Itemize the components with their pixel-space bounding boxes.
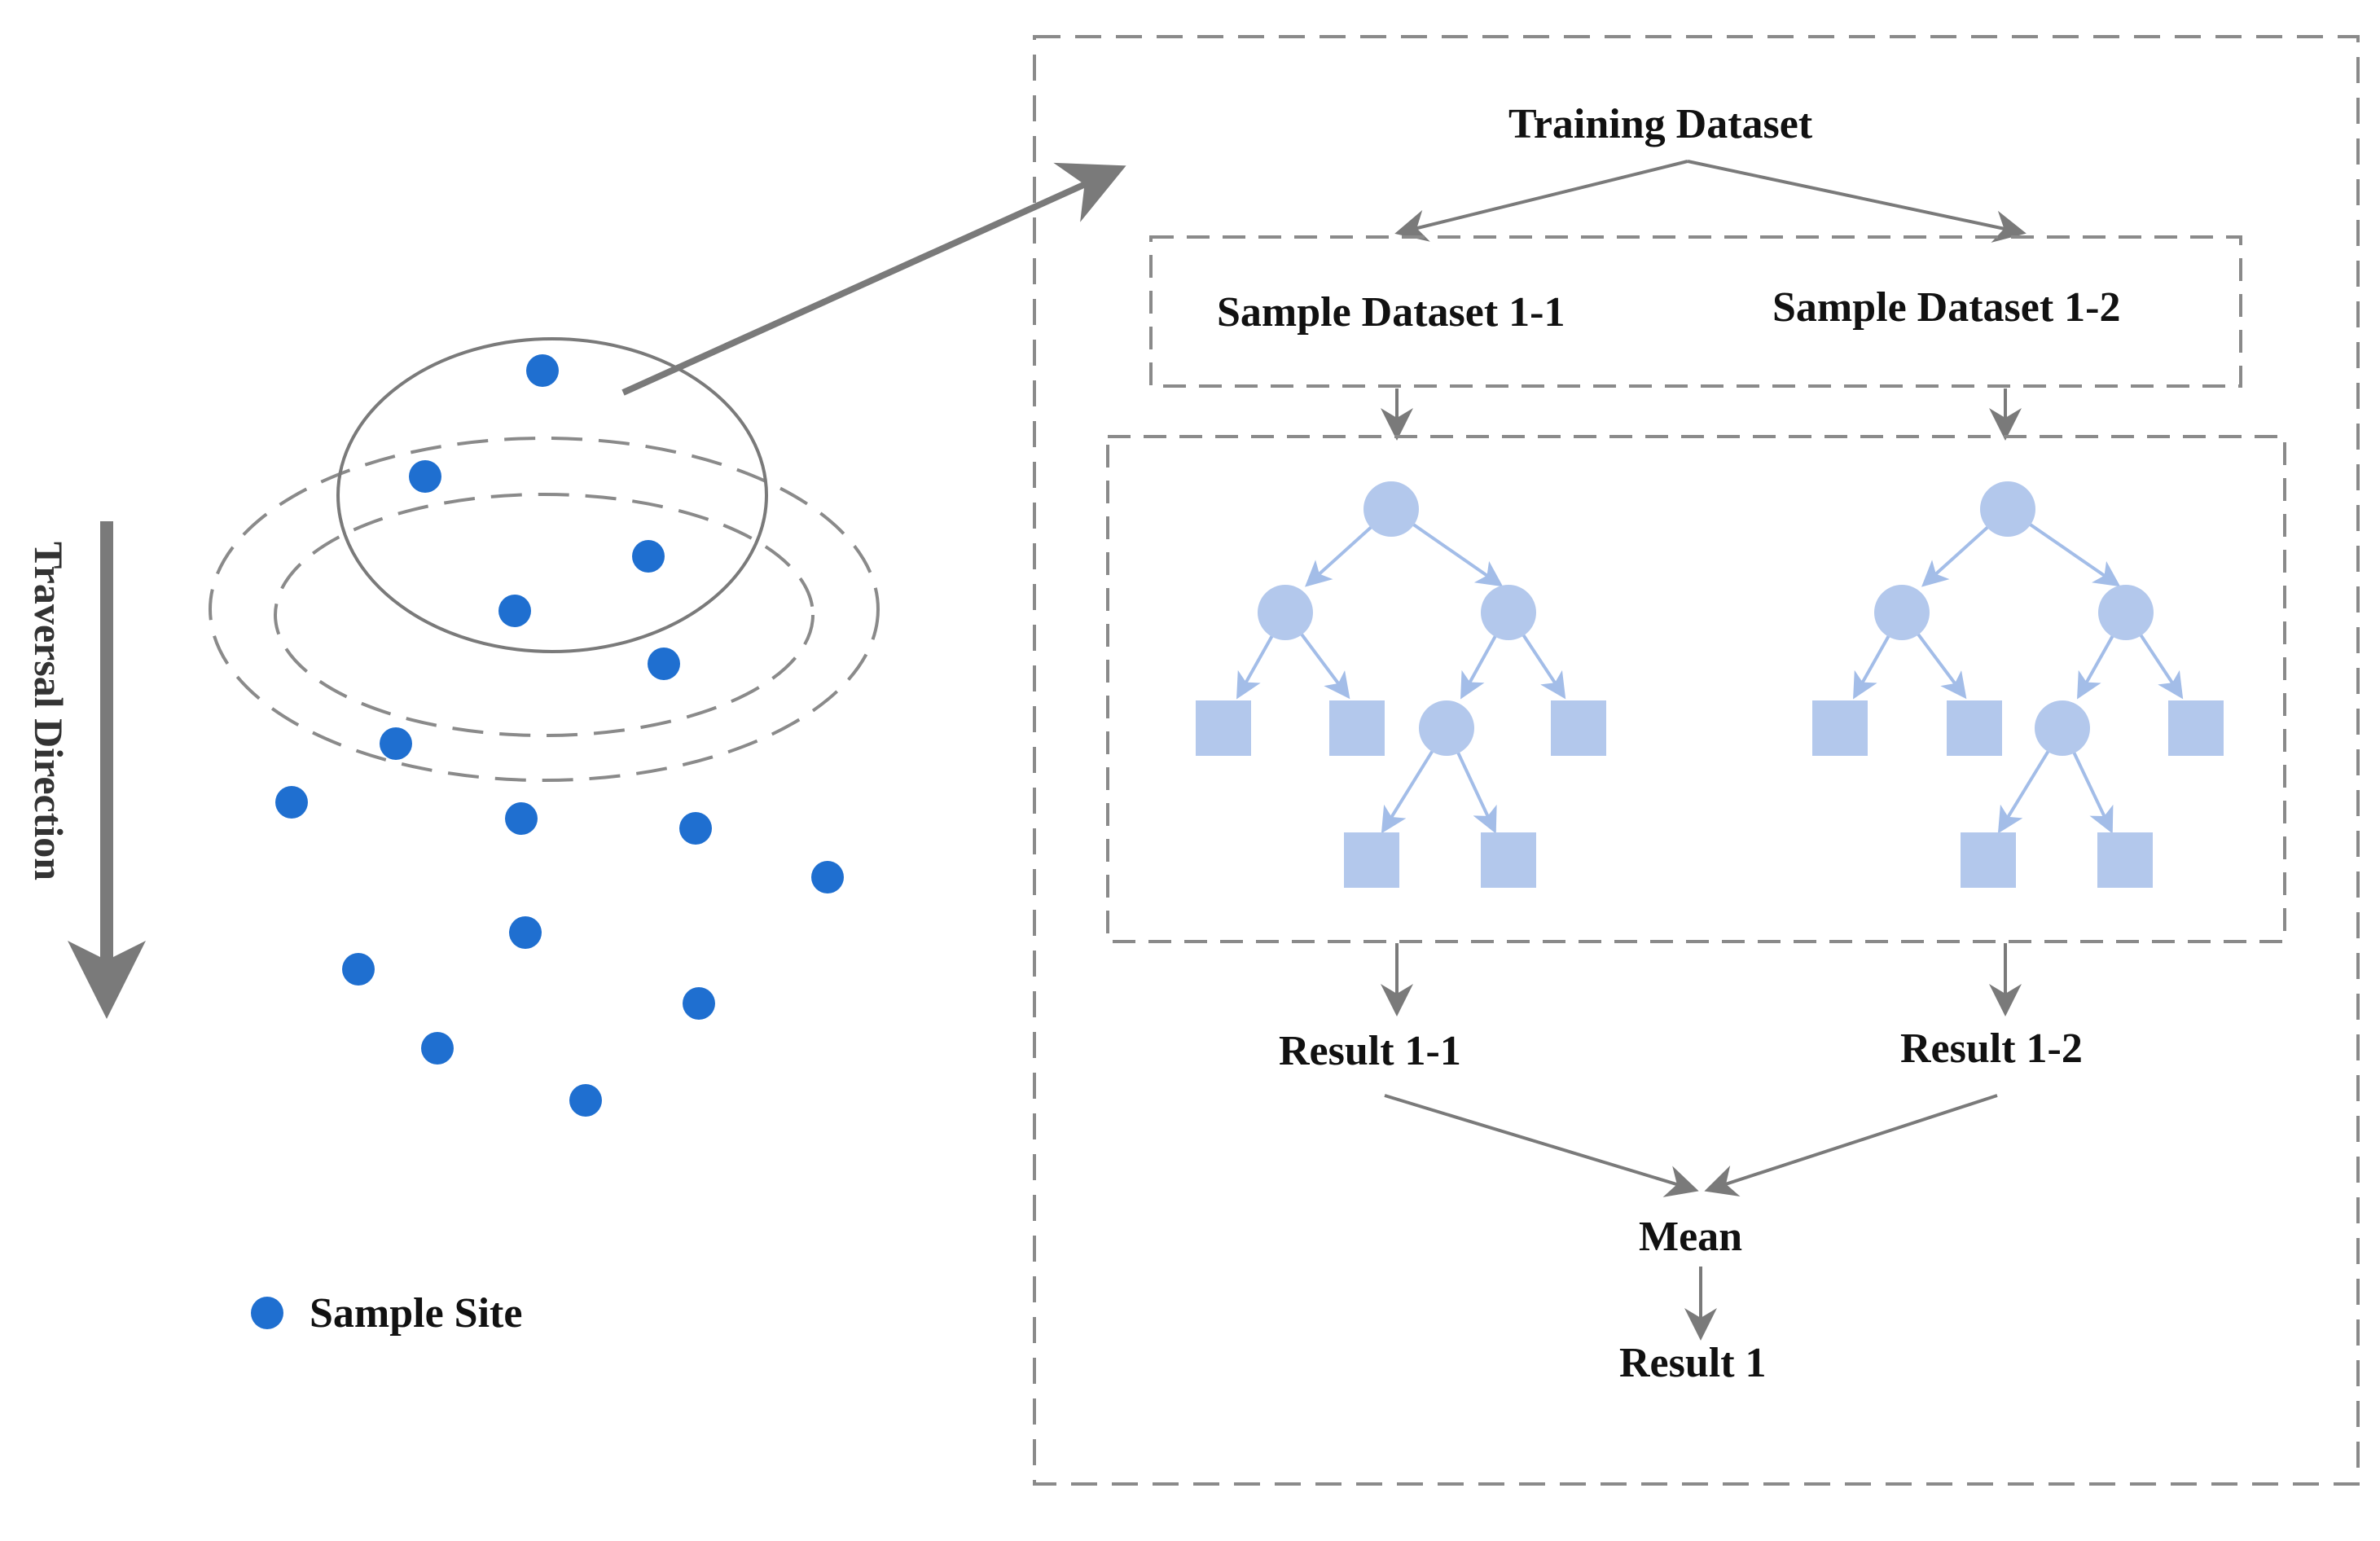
decision-tree-1 (1196, 481, 1606, 888)
training-dataset-label: Training Dataset (1508, 101, 1813, 147)
sample-site-dot (526, 354, 559, 387)
sample-site-dot (275, 786, 308, 819)
sample-site-dot (648, 648, 680, 680)
tree-leaf (2168, 700, 2224, 756)
tree-node (1419, 700, 1474, 756)
tree-leaf (1947, 700, 2002, 756)
tree-leaf (1196, 700, 1251, 756)
split-arrow-left (1394, 160, 1688, 242)
search-ellipse-outer-dashed (209, 437, 880, 782)
tree-leaf (1481, 832, 1536, 888)
sample-site-dot (632, 540, 665, 573)
sample-dataset-box (1149, 235, 2242, 388)
split-arrow-right (1687, 160, 2027, 243)
sample-dataset-1-1-label: Sample Dataset 1-1 (1217, 289, 1565, 336)
sample-site-dot (505, 802, 538, 835)
tree-leaf (1812, 700, 1868, 756)
result-1-label: Result 1 (1619, 1340, 1767, 1386)
tree-node (1874, 585, 1930, 640)
search-ellipse-solid (336, 337, 768, 653)
zoom-arrow (621, 162, 1126, 396)
sample-site-dot (679, 812, 712, 845)
tree-node (1363, 481, 1419, 537)
tree-leaf (1551, 700, 1606, 756)
tree-leaf (1329, 700, 1385, 756)
trees-box (1106, 435, 2286, 943)
legend-sample-site-label: Sample Site (310, 1290, 523, 1337)
tree-node (1481, 585, 1536, 640)
tree-leaf (2097, 832, 2153, 888)
merge-arrow-left (1384, 1094, 1699, 1197)
sample-site-dot (569, 1084, 602, 1117)
sample-site-dot (421, 1032, 454, 1065)
traversal-direction-label: Traversal Direction (26, 542, 72, 881)
sample-site-dot (409, 460, 441, 493)
sample-site-dot (380, 727, 412, 760)
sample-sites (275, 354, 844, 1117)
tree-node (2098, 585, 2154, 640)
tree-node (1980, 481, 2035, 537)
sample-site-dot (342, 953, 375, 986)
result-1-1-label: Result 1-1 (1279, 1028, 1461, 1074)
tree-node (1258, 585, 1313, 640)
tree-node (2035, 700, 2090, 756)
decision-tree-2 (1812, 481, 2224, 888)
tree-leaf (1344, 832, 1399, 888)
sample-site-dot (683, 987, 715, 1020)
sample-site-dot (498, 595, 531, 627)
sample-site-dot (509, 916, 542, 949)
search-ellipse-inner-dashed (274, 493, 815, 737)
legend-sample-site-dot (251, 1297, 283, 1329)
sample-dataset-1-2-label: Sample Dataset 1-2 (1772, 284, 2121, 331)
mean-label: Mean (1639, 1214, 1743, 1260)
result-1-2-label: Result 1-2 (1900, 1025, 2083, 1072)
model-panel-box (1033, 35, 2360, 1486)
sample-site-dot (811, 861, 844, 893)
merge-arrow-right (1704, 1094, 1998, 1197)
tree-leaf (1961, 832, 2016, 888)
